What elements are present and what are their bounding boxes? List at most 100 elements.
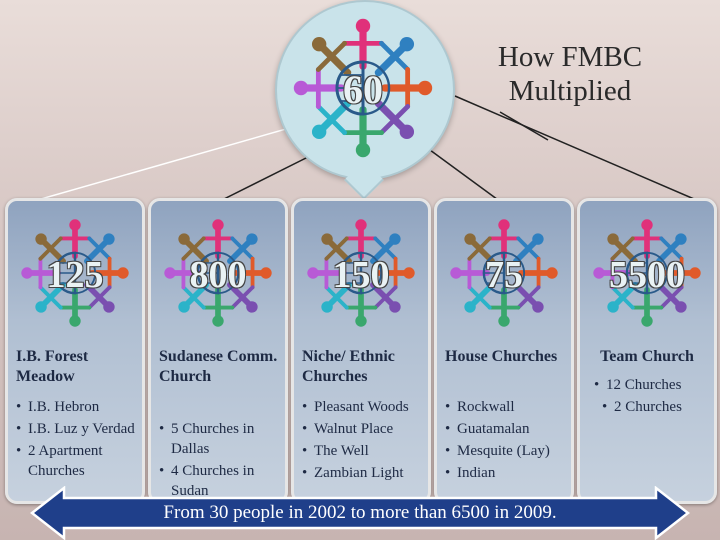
person-figure-icon <box>630 286 664 327</box>
list-item: Pleasant Woods <box>302 397 428 417</box>
page-title: How FMBC Multiplied <box>497 41 643 107</box>
card-list: Rockwall Guatamalan Mesquite (Lay) India… <box>445 397 571 485</box>
card-heading: House Churches <box>445 348 558 365</box>
person-figure-icon <box>178 282 209 313</box>
person-figure-icon <box>374 256 415 290</box>
person-figure-icon <box>374 36 415 77</box>
person-figure-icon <box>374 99 415 140</box>
person-figure-icon <box>450 256 491 290</box>
card-list: I.B. Hebron I.B. Luz y Verdad 2 Apartmen… <box>16 397 142 483</box>
person-figure-icon <box>311 36 352 77</box>
card-forest-meadow: 125 I.B. Forest Meadow I.B. Hebron I.B. … <box>5 198 145 504</box>
person-figure-icon <box>35 282 66 313</box>
person-figure-icon <box>84 233 115 264</box>
list-item: The Well <box>302 441 428 461</box>
top-count: 60 <box>343 67 383 112</box>
list-item: Walnut Place <box>302 419 428 439</box>
person-figure-icon <box>21 256 62 290</box>
person-figure-icon <box>321 282 352 313</box>
person-figure-icon <box>344 219 378 260</box>
list-item: 2 Apartment Churches <box>16 441 142 481</box>
people-circle-emblem-icon <box>21 219 129 327</box>
list-item: 5 Churches in Dallas <box>159 419 285 459</box>
person-figure-icon <box>201 286 235 327</box>
globe-icon <box>335 60 391 116</box>
globe-icon <box>482 251 526 295</box>
person-figure-icon <box>656 282 687 313</box>
list-item: 12 Churches <box>594 375 720 395</box>
person-figure-icon <box>35 233 66 264</box>
person-figure-icon <box>513 233 544 264</box>
list-item: Rockwall <box>445 397 571 417</box>
card-heading: I.B. Forest Meadow <box>16 348 89 385</box>
card-count: 125 <box>46 254 104 296</box>
card-niche-ethnic: 150 Niche/ Ethnic Churches Pleasant Wood… <box>291 198 431 504</box>
globe-icon <box>625 251 669 295</box>
card-count: 800 <box>189 254 247 296</box>
person-figure-icon <box>227 282 258 313</box>
card-sudanese: 800 Sudanese Comm. Church 5 Churches in … <box>148 198 288 504</box>
list-item: Guatamalan <box>445 419 571 439</box>
person-figure-icon <box>341 18 385 70</box>
person-figure-icon <box>487 286 521 327</box>
person-figure-icon <box>58 219 92 260</box>
person-figure-icon <box>370 282 401 313</box>
globe-icon <box>339 251 383 295</box>
person-figure-icon <box>464 282 495 313</box>
people-circle-emblem-icon <box>293 18 433 158</box>
globe-icon <box>196 251 240 295</box>
card-list: 5 Churches in Dallas 4 Churches in Sudan <box>159 419 285 503</box>
list-item: 2 Churches <box>602 397 720 417</box>
globe-icon <box>53 251 97 295</box>
card-team: 5500 Team Church 12 Churches 2 Churches <box>577 198 717 504</box>
list-item: 4 Churches in Sudan <box>159 461 285 501</box>
list-item: I.B. Luz y Verdad <box>16 419 142 439</box>
person-figure-icon <box>630 219 664 260</box>
person-figure-icon <box>656 233 687 264</box>
people-circle-emblem-icon <box>593 219 701 327</box>
person-figure-icon <box>311 99 352 140</box>
card-heading: Niche/ Ethnic Churches <box>302 348 395 385</box>
people-circle-emblem-icon <box>307 219 415 327</box>
people-circle-emblem-icon <box>450 219 558 327</box>
list-item: I.B. Hebron <box>16 397 142 417</box>
card-list: 12 Churches 2 Churches <box>594 375 720 419</box>
person-figure-icon <box>341 106 385 158</box>
list-item: Zambian Light <box>302 463 428 483</box>
person-figure-icon <box>164 256 205 290</box>
card-list: Pleasant Woods Walnut Place The Well Zam… <box>302 397 428 485</box>
person-figure-icon <box>201 219 235 260</box>
growth-banner-text: From 30 people in 2002 to more than 6500… <box>163 502 557 523</box>
person-figure-icon <box>307 256 348 290</box>
person-figure-icon <box>58 286 92 327</box>
card-count: 75 <box>485 254 523 296</box>
person-figure-icon <box>88 256 129 290</box>
card-heading: Team Church <box>600 348 694 365</box>
person-figure-icon <box>593 256 634 290</box>
person-figure-icon <box>517 256 558 290</box>
person-figure-icon <box>381 67 433 109</box>
person-figure-icon <box>464 233 495 264</box>
person-figure-icon <box>344 286 378 327</box>
card-house: 75 House Churches Rockwall Guatamalan Me… <box>434 198 574 504</box>
card-heading: Sudanese Comm. Church <box>159 348 278 385</box>
person-figure-icon <box>231 256 272 290</box>
person-figure-icon <box>227 233 258 264</box>
person-figure-icon <box>370 233 401 264</box>
growth-arrow <box>30 486 690 540</box>
person-figure-icon <box>293 67 345 109</box>
list-item: Mesquite (Lay) <box>445 441 571 461</box>
person-figure-icon <box>487 219 521 260</box>
card-count: 150 <box>332 254 390 296</box>
person-figure-icon <box>607 233 638 264</box>
person-figure-icon <box>660 256 701 290</box>
person-figure-icon <box>178 233 209 264</box>
card-count: 5500 <box>609 254 685 296</box>
list-item: Indian <box>445 463 571 483</box>
person-figure-icon <box>607 282 638 313</box>
people-circle-emblem-icon <box>164 219 272 327</box>
person-figure-icon <box>84 282 115 313</box>
person-figure-icon <box>321 233 352 264</box>
person-figure-icon <box>513 282 544 313</box>
